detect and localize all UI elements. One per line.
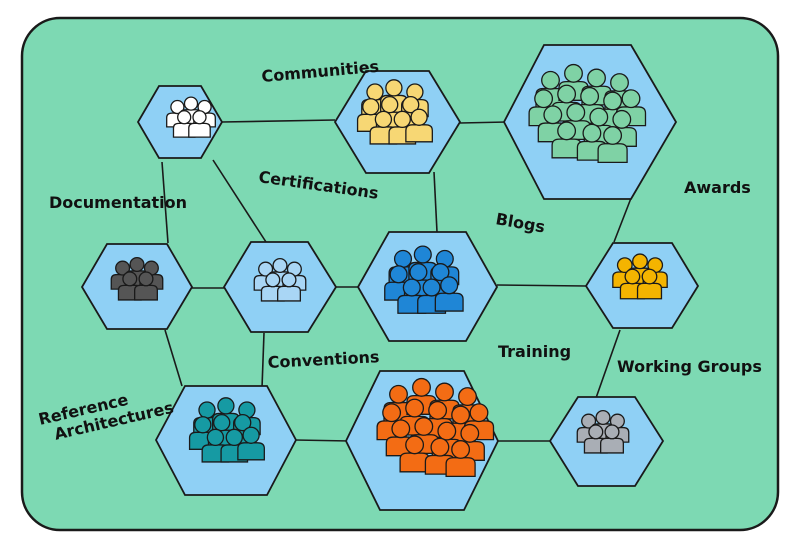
person-icon	[636, 268, 663, 300]
people-groups	[110, 63, 668, 478]
person-icon	[600, 424, 624, 454]
yellow-group	[356, 79, 433, 145]
label-documentation: Documentation	[49, 193, 187, 212]
lightblue-group	[253, 257, 307, 302]
person-icon	[399, 435, 430, 473]
white-group	[166, 96, 216, 138]
person-icon	[405, 108, 433, 143]
orange-group	[376, 377, 495, 478]
teal-group	[188, 397, 265, 463]
person-icon	[445, 440, 476, 478]
person-icon	[237, 426, 265, 461]
connector-lines	[161, 119, 634, 442]
person-icon	[434, 276, 464, 312]
black-group	[110, 256, 164, 301]
person-icon	[277, 272, 301, 302]
person-icon	[188, 110, 211, 138]
gold-group	[612, 253, 668, 300]
label-awards: Awards	[684, 178, 751, 197]
green-group	[528, 63, 647, 164]
person-icon	[134, 271, 158, 301]
label-working-groups: Working Groups	[617, 357, 762, 376]
blue-group	[384, 245, 464, 314]
gray-group	[576, 409, 630, 454]
person-icon	[597, 126, 628, 164]
label-training: Training	[498, 342, 571, 361]
